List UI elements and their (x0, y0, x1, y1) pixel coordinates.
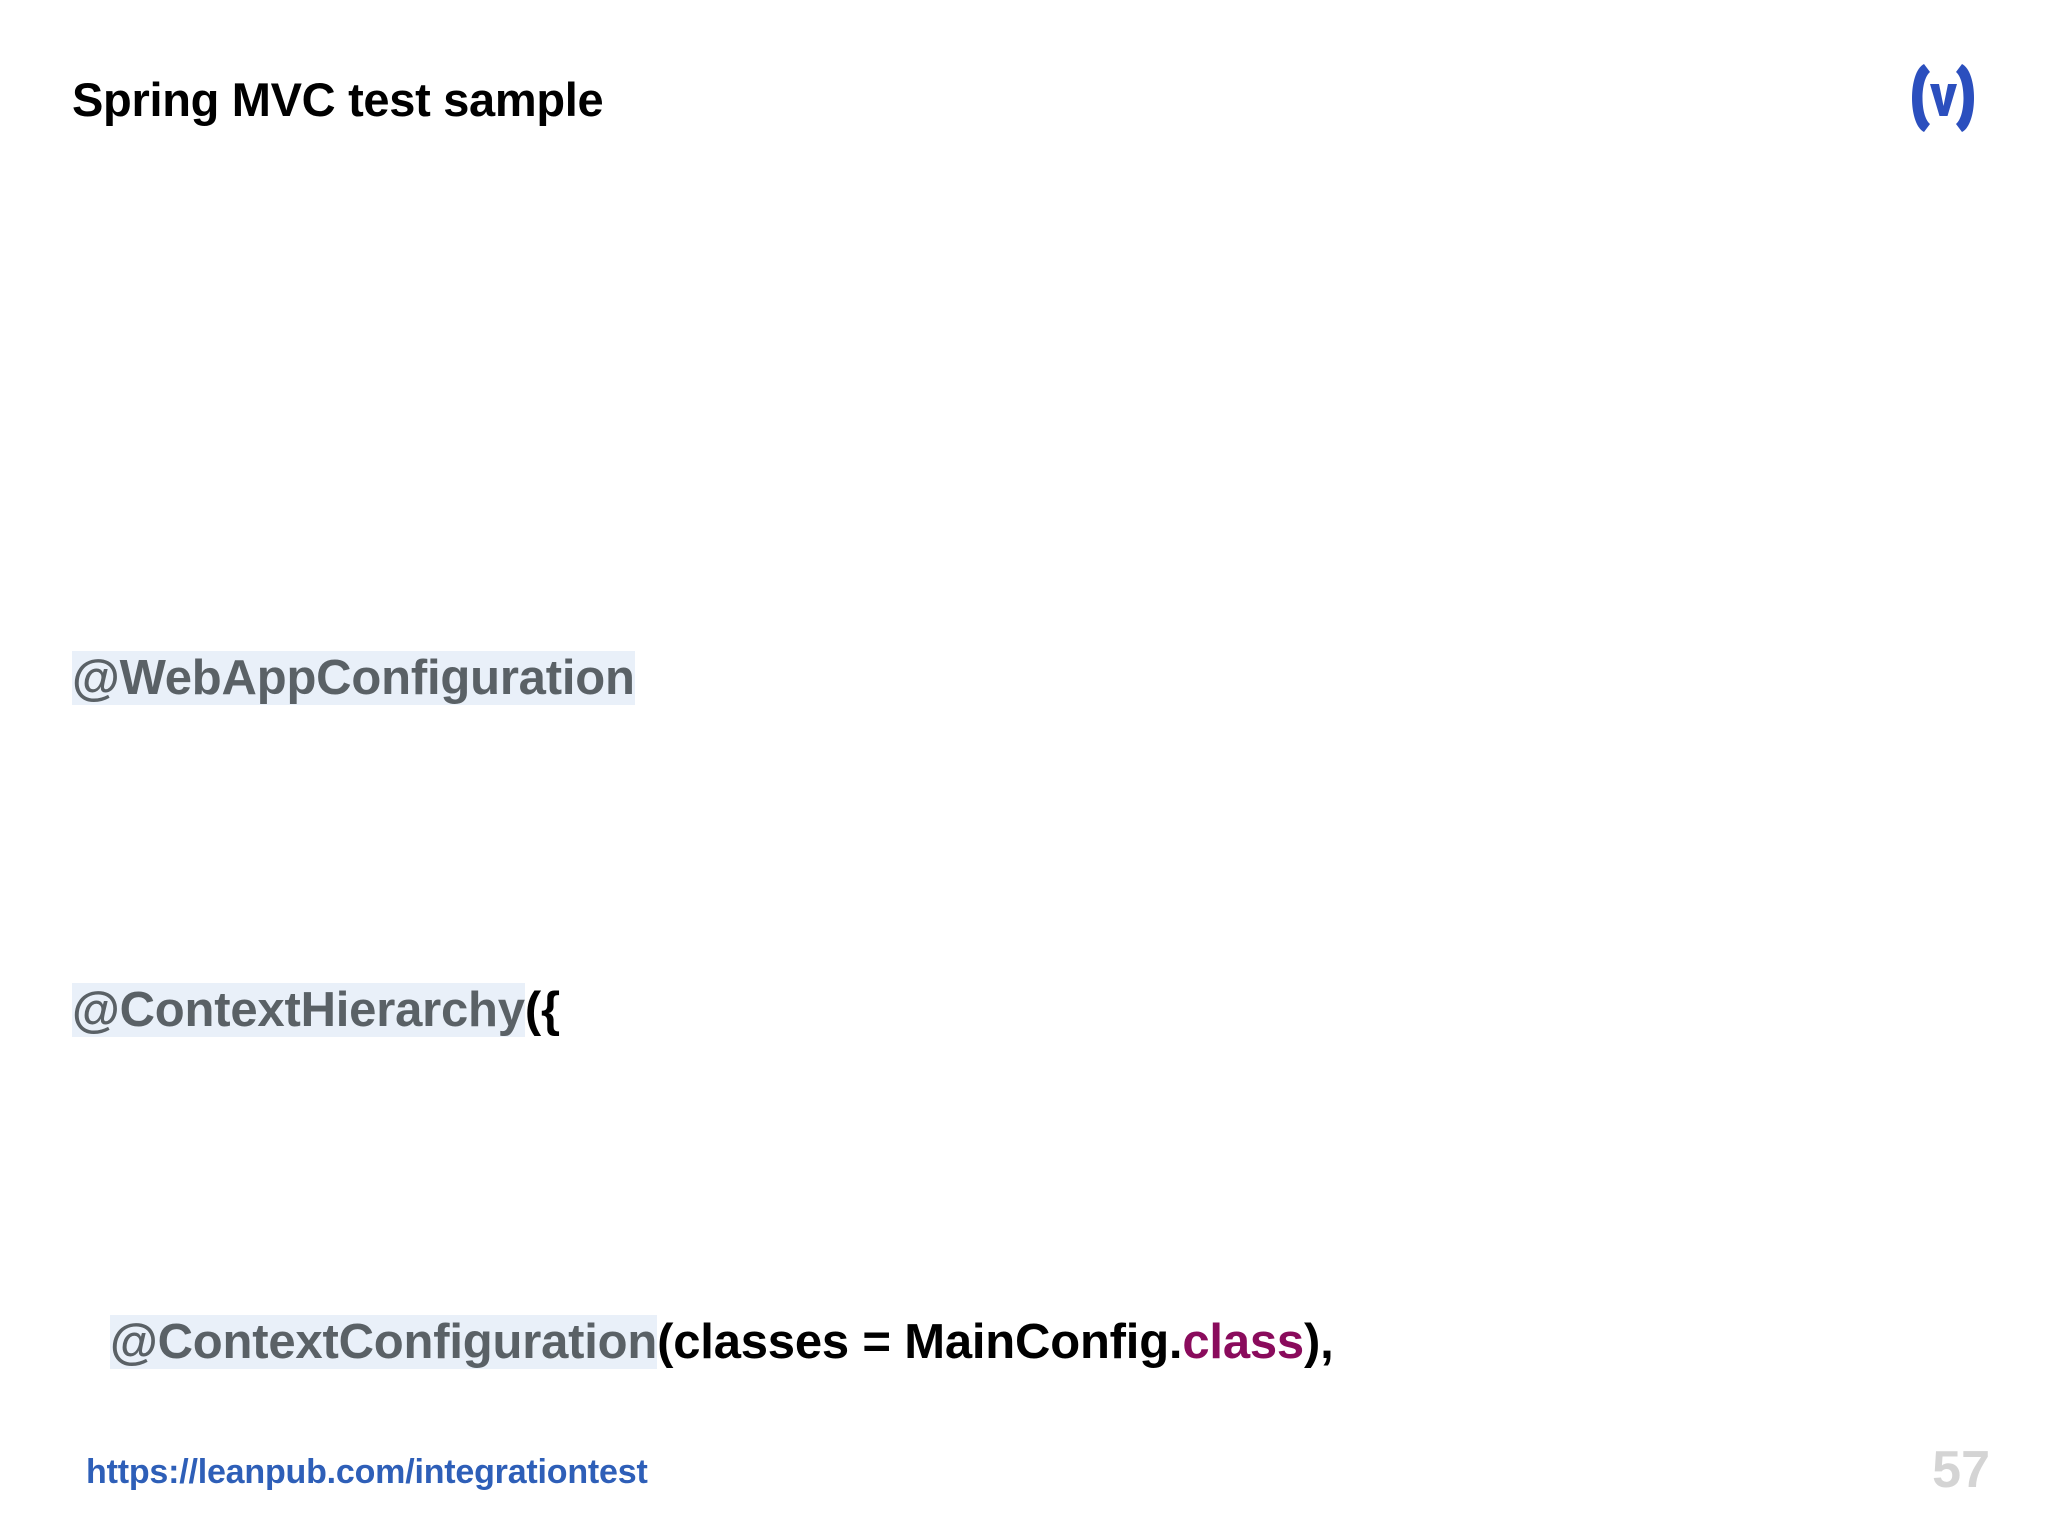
code-line-3: @ContextConfiguration(classes = MainConf… (72, 1301, 1872, 1384)
page-title: Spring MVC test sample (72, 73, 604, 126)
token-keyword: class (1182, 1315, 1304, 1369)
paren-v-logo (1900, 58, 1986, 138)
token-plain: (classes = MainConfig. (657, 1315, 1183, 1369)
code-line-2: @ContextHierarchy({ (72, 969, 1872, 1052)
token-annotation: @ContextHierarchy (72, 983, 525, 1037)
token-annotation: @ContextConfiguration (110, 1315, 658, 1369)
token-plain: ({ (524, 983, 560, 1037)
code-line-1: @WebAppConfiguration (72, 637, 1872, 720)
code-block: @WebAppConfiguration @ContextHierarchy({… (72, 388, 1872, 1536)
footer-url-link[interactable]: https://leanpub.com/integrationtest (86, 1453, 648, 1491)
page-number: 57 (1932, 1441, 1990, 1499)
token-annotation: @WebAppConfiguration (72, 651, 635, 705)
token-plain: ), (1303, 1315, 1334, 1369)
